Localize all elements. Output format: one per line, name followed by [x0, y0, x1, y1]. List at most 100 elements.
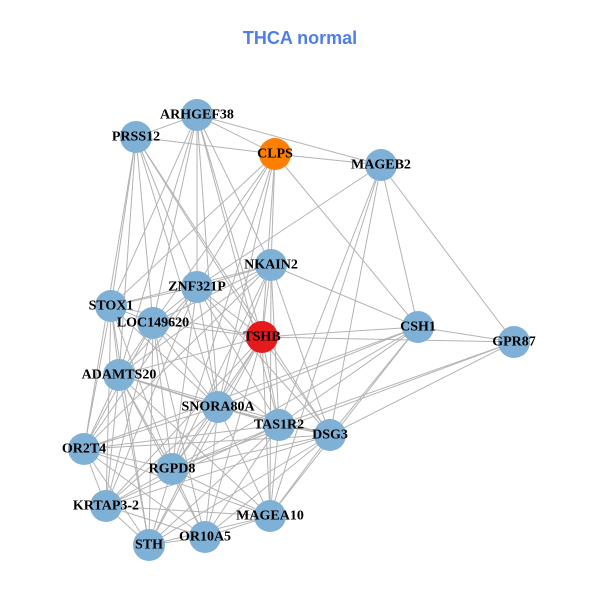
edge-clps-tshb — [261, 153, 276, 338]
edge-prss12-tshb — [135, 136, 263, 338]
node-circle[interactable] — [246, 321, 278, 353]
node-circle[interactable] — [402, 311, 434, 343]
node-circle[interactable] — [189, 521, 221, 553]
node-circle[interactable] — [314, 419, 346, 451]
edge-mageb2-csh1 — [380, 164, 419, 328]
edge-loc149620-krtap3-2 — [105, 322, 154, 507]
graph-title: THCA normal — [242, 28, 358, 48]
node-prss12[interactable]: PRSS12 — [112, 121, 160, 153]
node-stox1[interactable]: STOX1 — [89, 290, 134, 322]
edge-csh1-tas1r2 — [278, 326, 419, 426]
node-krtap3-2[interactable]: KRTAP3-2 — [73, 490, 139, 522]
node-circle[interactable] — [263, 409, 295, 441]
node-or2t4[interactable]: OR2T4 — [62, 433, 106, 465]
edge-tshb-dsg3 — [261, 336, 331, 436]
node-snora80a[interactable]: SNORA80A — [181, 391, 255, 423]
node-nkain2[interactable]: NKAIN2 — [244, 249, 298, 281]
edge-gpr87-tas1r2 — [278, 341, 515, 426]
node-dsg3[interactable]: DSG3 — [312, 419, 348, 451]
node-circle[interactable] — [90, 490, 122, 522]
edge-prss12-znf321p — [135, 136, 198, 288]
edge-snora80a-krtap3-2 — [105, 406, 219, 507]
edge-csh1-magea10 — [269, 326, 419, 517]
node-arhgef38[interactable]: ARHGEF38 — [160, 99, 234, 131]
node-label: TAS1R2 — [254, 418, 304, 433]
node-csh1[interactable]: CSH1 — [400, 311, 436, 343]
node-magea10[interactable]: MAGEA10 — [236, 500, 304, 532]
node-label: ARHGEF38 — [160, 108, 234, 123]
edge-znf321p-or2t4 — [83, 286, 198, 450]
node-rgpd8[interactable]: RGPD8 — [149, 453, 196, 485]
node-circle[interactable] — [202, 391, 234, 423]
edge-tshb-krtap3-2 — [105, 336, 263, 507]
node-circle[interactable] — [103, 359, 135, 391]
node-circle[interactable] — [365, 149, 397, 181]
node-znf321p[interactable]: ZNF321P — [168, 271, 226, 303]
node-circle[interactable] — [255, 249, 287, 281]
node-label: OR10A5 — [179, 530, 231, 545]
edge-tas1r2-krtap3-2 — [105, 424, 280, 507]
node-label: LOC149620 — [117, 316, 189, 331]
edge-mageb2-gpr87 — [380, 164, 515, 343]
node-circle[interactable] — [133, 529, 165, 561]
edge-clps-loc149620 — [152, 153, 276, 324]
node-mageb2[interactable]: MAGEB2 — [351, 149, 411, 181]
node-clps[interactable]: CLPS — [257, 138, 293, 170]
node-label: CSH1 — [400, 320, 436, 335]
node-label: ADAMTS20 — [82, 368, 157, 383]
edge-clps-csh1 — [274, 153, 419, 328]
edge-csh1-rgpd8 — [171, 326, 419, 470]
edge-arhgef38-nkain2 — [196, 114, 272, 266]
node-sth[interactable]: STH — [133, 529, 165, 561]
edge-dsg3-or10a5 — [204, 434, 331, 538]
edge-arhgef38-mageb2 — [196, 114, 382, 166]
edge-clps-mageb2 — [274, 153, 382, 166]
node-label: SNORA80A — [181, 400, 255, 415]
edge-arhgef38-tas1r2 — [196, 114, 280, 426]
node-circle[interactable] — [254, 500, 286, 532]
node-circle[interactable] — [95, 290, 127, 322]
node-circle[interactable] — [156, 453, 188, 485]
edge-dsg3-magea10 — [269, 434, 331, 517]
edge-csh1-or2t4 — [83, 326, 419, 450]
edge-tshb-csh1 — [261, 326, 419, 338]
edge-csh1-snora80a — [217, 326, 419, 408]
node-adamts20[interactable]: ADAMTS20 — [82, 359, 157, 391]
node-label: MAGEA10 — [236, 509, 304, 524]
node-gpr87[interactable]: GPR87 — [492, 326, 536, 358]
node-circle[interactable] — [181, 99, 213, 131]
edge-stox1-sth — [110, 305, 150, 546]
edge-mageb2-magea10 — [269, 164, 382, 517]
node-circle[interactable] — [498, 326, 530, 358]
edge-loc149620-sth — [148, 322, 154, 546]
edge-stox1-krtap3-2 — [105, 305, 112, 507]
node-label: STH — [135, 538, 163, 553]
node-label: TSHB — [243, 330, 280, 345]
edge-krtap3-2-magea10 — [105, 505, 271, 517]
edge-tas1r2-or2t4 — [83, 424, 280, 450]
edge-adamts20-magea10 — [118, 374, 271, 517]
node-circle[interactable] — [120, 121, 152, 153]
node-tas1r2[interactable]: TAS1R2 — [254, 409, 304, 441]
edge-clps-znf321p — [196, 153, 276, 288]
node-circle[interactable] — [181, 271, 213, 303]
node-tshb[interactable]: TSHB — [243, 321, 281, 353]
edge-loc149620-snora80a — [152, 322, 219, 408]
edge-stox1-snora80a — [110, 305, 219, 408]
node-circle[interactable] — [68, 433, 100, 465]
edge-tshb-or10a5 — [204, 336, 263, 538]
node-label: ZNF321P — [168, 280, 226, 295]
node-loc149620[interactable]: LOC149620 — [117, 307, 189, 339]
node-or10a5[interactable]: OR10A5 — [179, 521, 231, 553]
edge-loc149620-rgpd8 — [152, 322, 173, 470]
node-label: RGPD8 — [149, 462, 196, 477]
node-label: OR2T4 — [62, 442, 106, 457]
node-circle[interactable] — [259, 138, 291, 170]
edge-loc149620-tas1r2 — [152, 322, 280, 426]
edge-stox1-rgpd8 — [110, 305, 173, 470]
edge-prss12-snora80a — [135, 136, 219, 408]
edge-prss12-stox1 — [110, 136, 137, 307]
node-circle[interactable] — [137, 307, 169, 339]
edge-mageb2-znf321p — [196, 164, 382, 288]
edge-tas1r2-or10a5 — [204, 424, 280, 538]
